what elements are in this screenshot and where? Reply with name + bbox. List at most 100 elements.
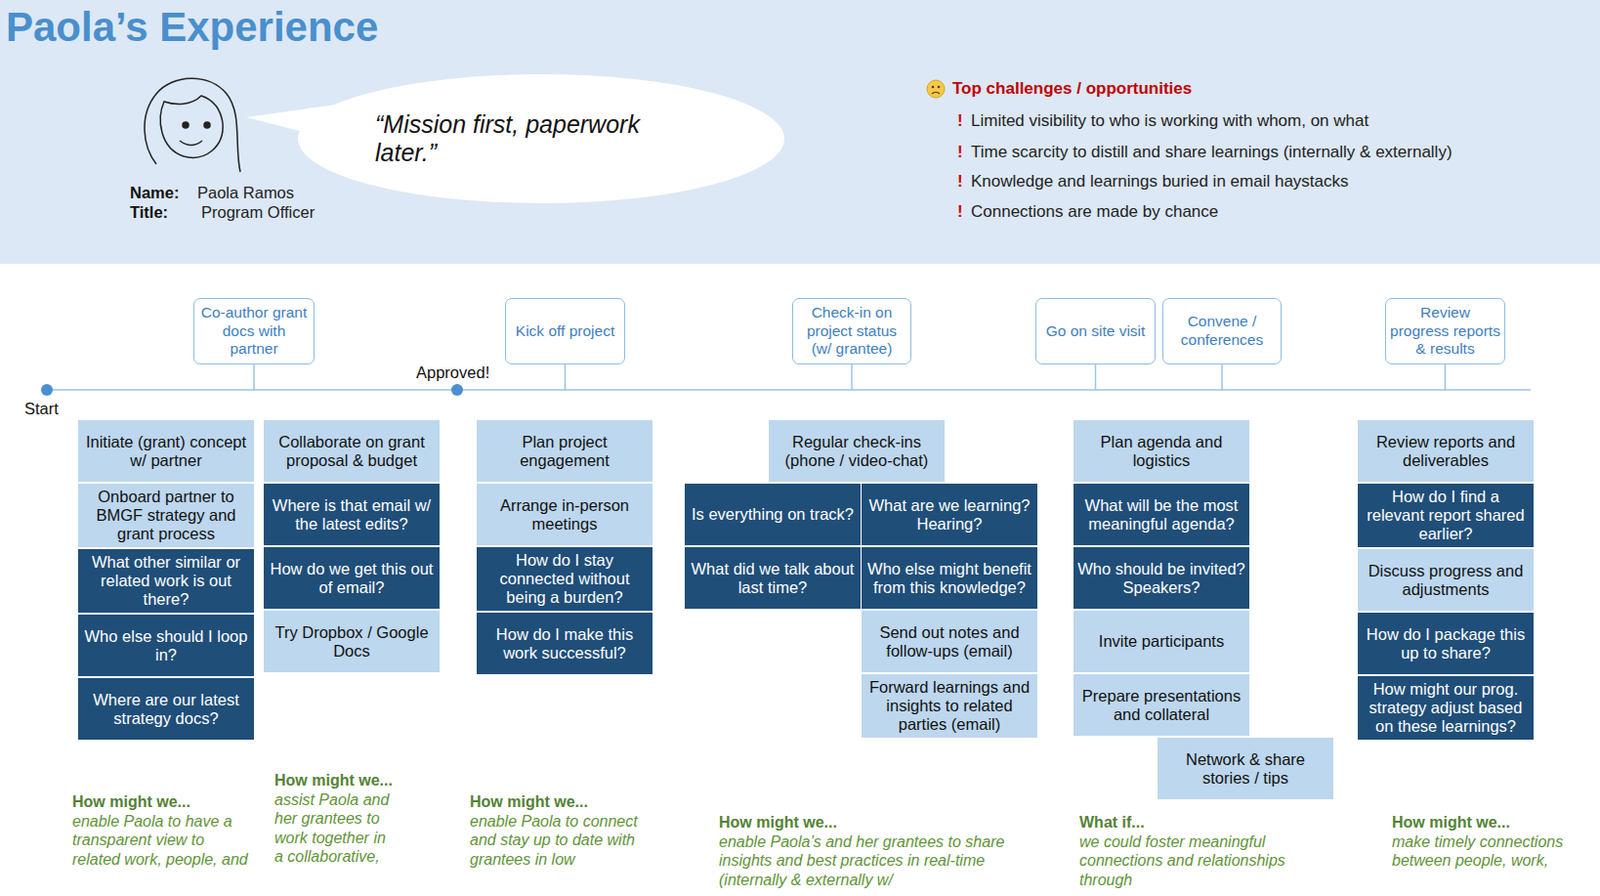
question-card: Is everything on track? [684, 483, 861, 546]
activity-card: Initiate (grant) concept w/ partner [78, 420, 254, 482]
activity-card: Regular check-ins (phone / video-chat) [768, 420, 945, 482]
emoji-eye [931, 85, 935, 89]
label-text: Approved! [416, 362, 490, 382]
alert-mark: ! [957, 111, 964, 131]
box-text: Go on site visit [1046, 322, 1146, 341]
hmw-note: How might we...make timely connections b… [1391, 812, 1588, 871]
page-title: Paola’s Experience [5, 3, 379, 51]
activity-card: Review reports and deliverables [1357, 420, 1534, 482]
box-text: Who else might benefit from this knowled… [865, 559, 1034, 597]
sad-emoji [926, 80, 945, 98]
hmw-heading: How might we... [1391, 812, 1588, 833]
emoji-eye [937, 85, 941, 89]
tick [252, 364, 255, 390]
box-text: Plan project engagement [480, 432, 649, 470]
box-text: Where is that email w/ the latest edits? [267, 496, 436, 534]
box-text: Regular check-ins (phone / video-chat) [772, 432, 941, 470]
quote-text: “Mission first, paperwork later.” [375, 110, 698, 168]
box-text: Kick off project [515, 322, 615, 341]
question-card: How do I package this up to share? [1357, 612, 1534, 674]
box-text: Where are our latest strategy docs? [82, 690, 251, 728]
activity-card: Plan project engagement [476, 420, 653, 482]
alert-mark: ! [957, 142, 964, 163]
hmw-heading: What if... [1079, 812, 1300, 833]
bubble-outline [296, 73, 786, 205]
label-text: Time scarcity to distill and share learn… [970, 142, 1453, 163]
label-text: Knowledge and learnings buried in email … [970, 171, 1349, 192]
stage-box: Review progress reports & results [1385, 297, 1506, 365]
tick [1444, 364, 1447, 390]
box-text: How do I stay connected without being a … [480, 550, 649, 607]
question-card: Who should be invited? Speakers? [1073, 547, 1250, 609]
timeline [46, 388, 1531, 391]
persona-face [144, 78, 241, 172]
timeline-dot [41, 383, 53, 396]
hmw-text: enable Paola to have a transparent view … [72, 811, 253, 870]
question-card: Where is that email w/ the latest edits? [263, 483, 440, 546]
stage-box: Check-in on project status (w/ grantee) [792, 297, 912, 365]
label-text: Top challenges / opportunities [952, 79, 1192, 99]
question-card: What did we talk about last time? [684, 547, 861, 609]
activity-card: Prepare presentations and collateral [1073, 673, 1250, 736]
tick [1221, 364, 1223, 390]
speech-bubble: “Mission first, paperwork later.” [296, 73, 786, 205]
box-text: How might our prog. strategy adjust base… [1361, 679, 1530, 736]
emoji-face [926, 80, 945, 98]
question-card: Who else should I loop in? [78, 614, 254, 676]
eye [204, 122, 211, 128]
label-text: Title: [129, 202, 169, 222]
activity-card: Send out notes and follow-ups (email) [861, 610, 1038, 673]
question-card: Where are our latest strategy docs? [78, 677, 254, 740]
box-text: How do I find a relevant report shared e… [1361, 487, 1530, 544]
face-outline [160, 95, 223, 158]
hmw-heading: How might we... [72, 792, 253, 812]
box-text: Invite participants [1098, 631, 1224, 651]
question-card: What other similar or related work is ou… [78, 548, 254, 613]
box-text: What are we learning? Hearing? [865, 496, 1034, 534]
question-card: What will be the most meaningful agenda? [1073, 483, 1250, 546]
activity-card: Discuss progress and adjustments [1357, 548, 1534, 611]
question-card: Who else might benefit from this knowled… [861, 547, 1038, 609]
box-text: How do I make this work successful? [480, 625, 649, 663]
box-text: Forward learnings and insights to relate… [865, 677, 1034, 734]
hmw-note: How might we...enable Paola to have a tr… [72, 792, 253, 869]
question-card: What are we learning? Hearing? [861, 483, 1038, 546]
question-card: How do I make this work successful? [476, 612, 653, 674]
label-text: Start [24, 398, 59, 419]
box-text: Prepare presentations and collateral [1077, 686, 1246, 724]
box-text: Network & share stories / tips [1161, 750, 1330, 788]
alert-mark: ! [957, 202, 964, 222]
box-text: Who should be invited? Speakers? [1077, 559, 1246, 597]
box-text: Is everything on track? [691, 505, 854, 524]
stage-box: Go on site visit [1035, 297, 1156, 365]
hmw-text: enable Paola’s and her grantees to share… [718, 832, 1026, 890]
tick [1094, 364, 1097, 390]
hmw-heading: How might we... [718, 812, 1026, 833]
stage-box: Kick off project [505, 297, 626, 365]
hmw-note: How might we...enable Paola’s and her gr… [718, 812, 1026, 889]
emoji-frown [931, 91, 940, 94]
activity-card: Invite participants [1073, 610, 1250, 673]
activity-card: Try Dropbox / Google Docs [263, 610, 440, 673]
box-text: What did we talk about last time? [688, 559, 857, 597]
box-text: Review progress reports & results [1389, 303, 1501, 359]
box-text: What will be the most meaningful agenda? [1077, 496, 1246, 534]
question-card: How do we get this out of email? [263, 547, 440, 609]
smile [179, 140, 203, 146]
activity-card: Collaborate on grant proposal & budget [263, 420, 440, 482]
box-text: Review reports and deliverables [1361, 432, 1530, 470]
hmw-heading: How might we... [469, 792, 651, 812]
question-card: How might our prog. strategy adjust base… [1357, 675, 1534, 740]
question-card: How do I find a relevant report shared e… [1357, 483, 1534, 548]
label-text: Paola Ramos [197, 182, 295, 203]
box-text: Co-author grant docs with partner [198, 303, 310, 359]
label-text: Name: [129, 182, 179, 203]
box-text: Collaborate on grant proposal & budget [267, 432, 436, 470]
activity-card: Plan agenda and logistics [1073, 420, 1250, 482]
hmw-note: What if...we could foster meaningful con… [1079, 812, 1300, 889]
hmw-note: How might we...enable Paola to connect a… [469, 792, 651, 869]
hmw-heading: How might we... [274, 770, 397, 791]
box-text: Onboard partner to BMGF strategy and gra… [82, 487, 251, 544]
box-text: How do I package this up to share? [1361, 625, 1530, 663]
box-text: Convene / conferences [1167, 312, 1277, 349]
